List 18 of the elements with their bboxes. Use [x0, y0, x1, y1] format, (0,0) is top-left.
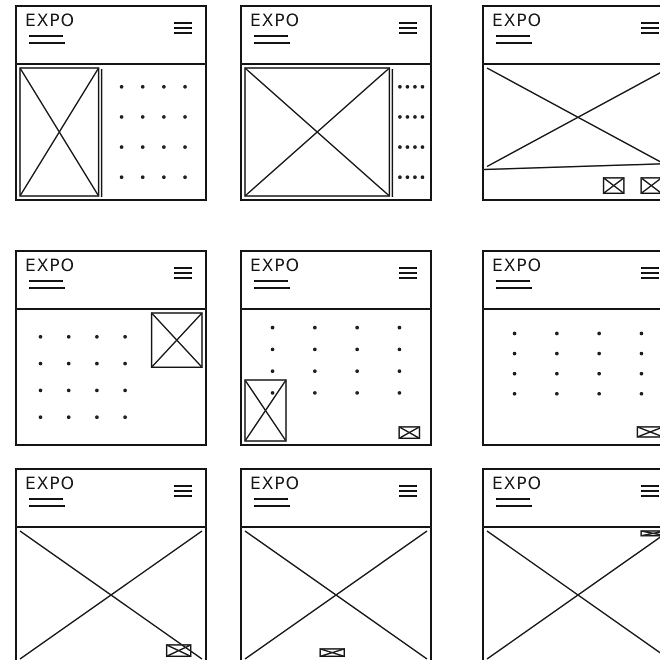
site-title: EXPO [25, 474, 76, 494]
wireframe-frame [482, 468, 660, 660]
site-title: EXPO [250, 11, 300, 31]
wireframe-frame [240, 5, 432, 201]
wireframe-frame [15, 468, 207, 660]
site-title: EXPO [250, 474, 300, 494]
site-title: EXPO [250, 256, 300, 276]
site-title: EXPO [492, 474, 542, 494]
wireframe-frame [240, 250, 432, 446]
site-title: EXPO [25, 256, 76, 276]
wireframe-frame [15, 5, 207, 201]
wireframe-frame [240, 468, 432, 660]
site-title: EXPO [492, 11, 542, 31]
site-title: EXPO [25, 11, 76, 31]
wireframe-frame [482, 250, 660, 446]
wireframe-frame [15, 250, 207, 446]
wireframe-frame [482, 5, 660, 201]
site-title: EXPO [492, 256, 542, 276]
